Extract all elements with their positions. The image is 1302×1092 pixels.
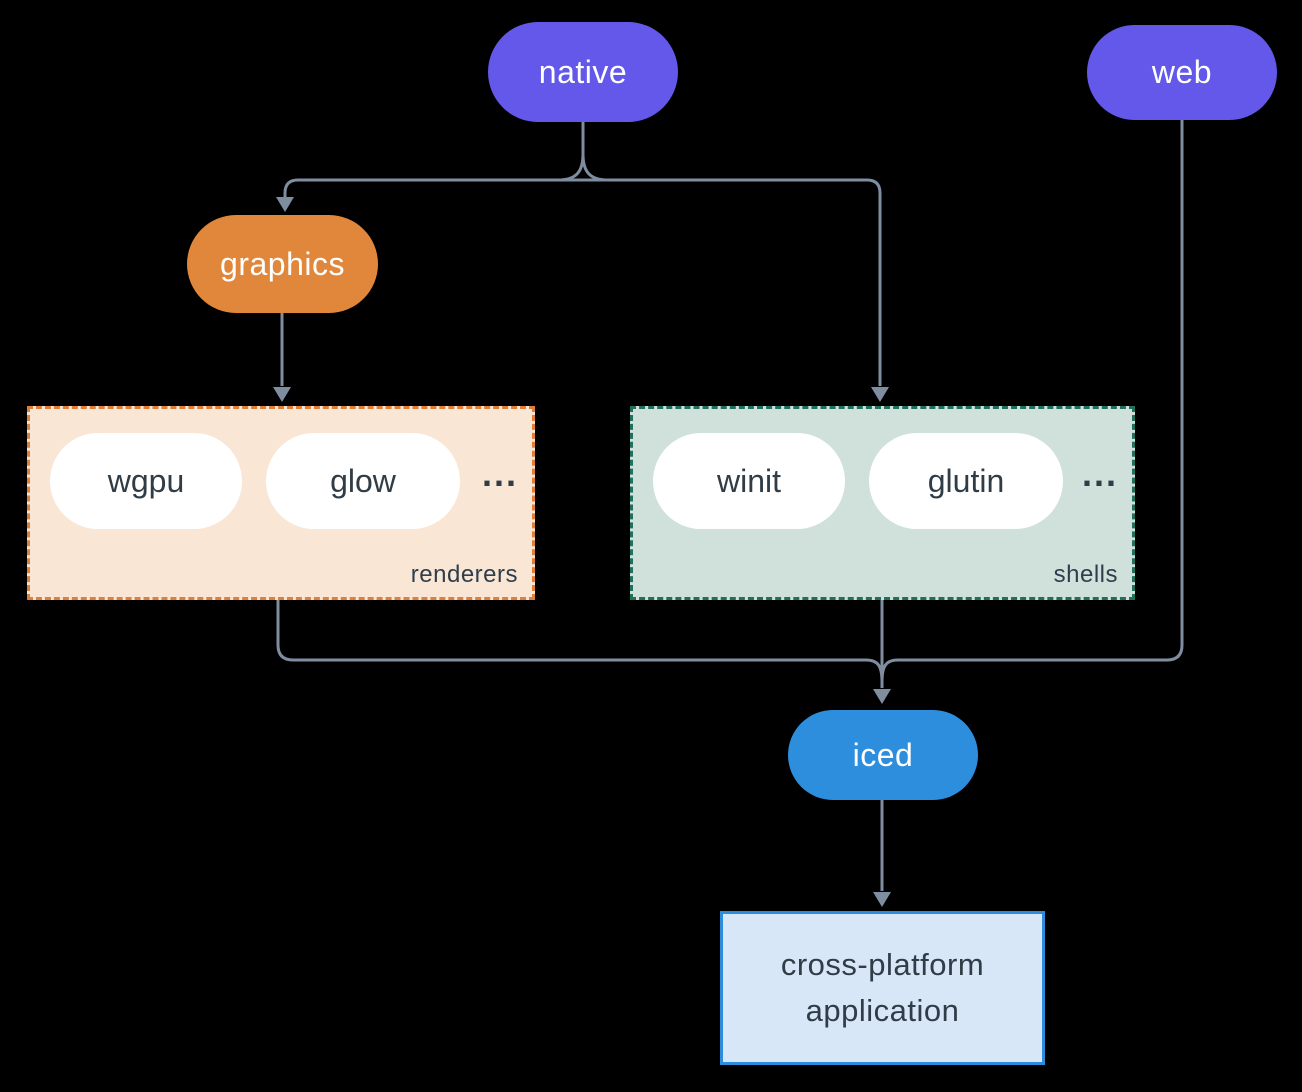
renderers-ellipsis: ... [481, 453, 518, 494]
node-glutin: glutin [869, 433, 1063, 529]
node-graphics: graphics [187, 215, 378, 313]
edge-split-graphics [283, 178, 299, 197]
node-web-label: web [1151, 54, 1213, 90]
node-winit-label: winit [716, 462, 781, 499]
app-label-line1: cross-platform [780, 946, 985, 982]
arrowhead-iced [873, 689, 891, 704]
shells-group-label: shells [1053, 561, 1118, 588]
arrowhead-shells-top [871, 387, 889, 402]
node-glow: glow [266, 433, 460, 529]
node-glutin-label: glutin [927, 462, 1005, 499]
renderers-group-label: renderers [410, 561, 518, 588]
node-native-label: native [538, 53, 628, 90]
edge-split-shells [866, 178, 882, 386]
node-web: web [1087, 25, 1277, 120]
merge-flare-left [865, 658, 884, 683]
node-wgpu-label: wgpu [107, 462, 185, 499]
split-flare-left [557, 153, 585, 182]
node-iced: iced [788, 710, 978, 800]
node-winit: winit [653, 433, 845, 529]
node-glow-label: glow [330, 462, 396, 499]
app-label-line2: application [805, 993, 960, 1028]
group-shells: winit glutin ... shells [630, 406, 1135, 600]
edge-web-merge [898, 120, 1184, 662]
node-iced-label: iced [852, 736, 914, 773]
arrowhead-graphics [276, 197, 294, 212]
arrowhead-renderers-top [273, 387, 291, 402]
node-cross-platform-application: cross-platform application [720, 911, 1045, 1065]
shells-ellipsis: ... [1081, 453, 1118, 494]
group-renderers: wgpu glow ... renderers [27, 406, 535, 600]
node-wgpu: wgpu [50, 433, 242, 529]
node-native: native [488, 22, 678, 122]
node-graphics-label: graphics [220, 245, 345, 282]
edge-renderers-merge [276, 600, 866, 662]
arrowhead-app [873, 892, 891, 907]
split-flare-right [581, 153, 609, 182]
merge-flare-right [880, 658, 899, 683]
